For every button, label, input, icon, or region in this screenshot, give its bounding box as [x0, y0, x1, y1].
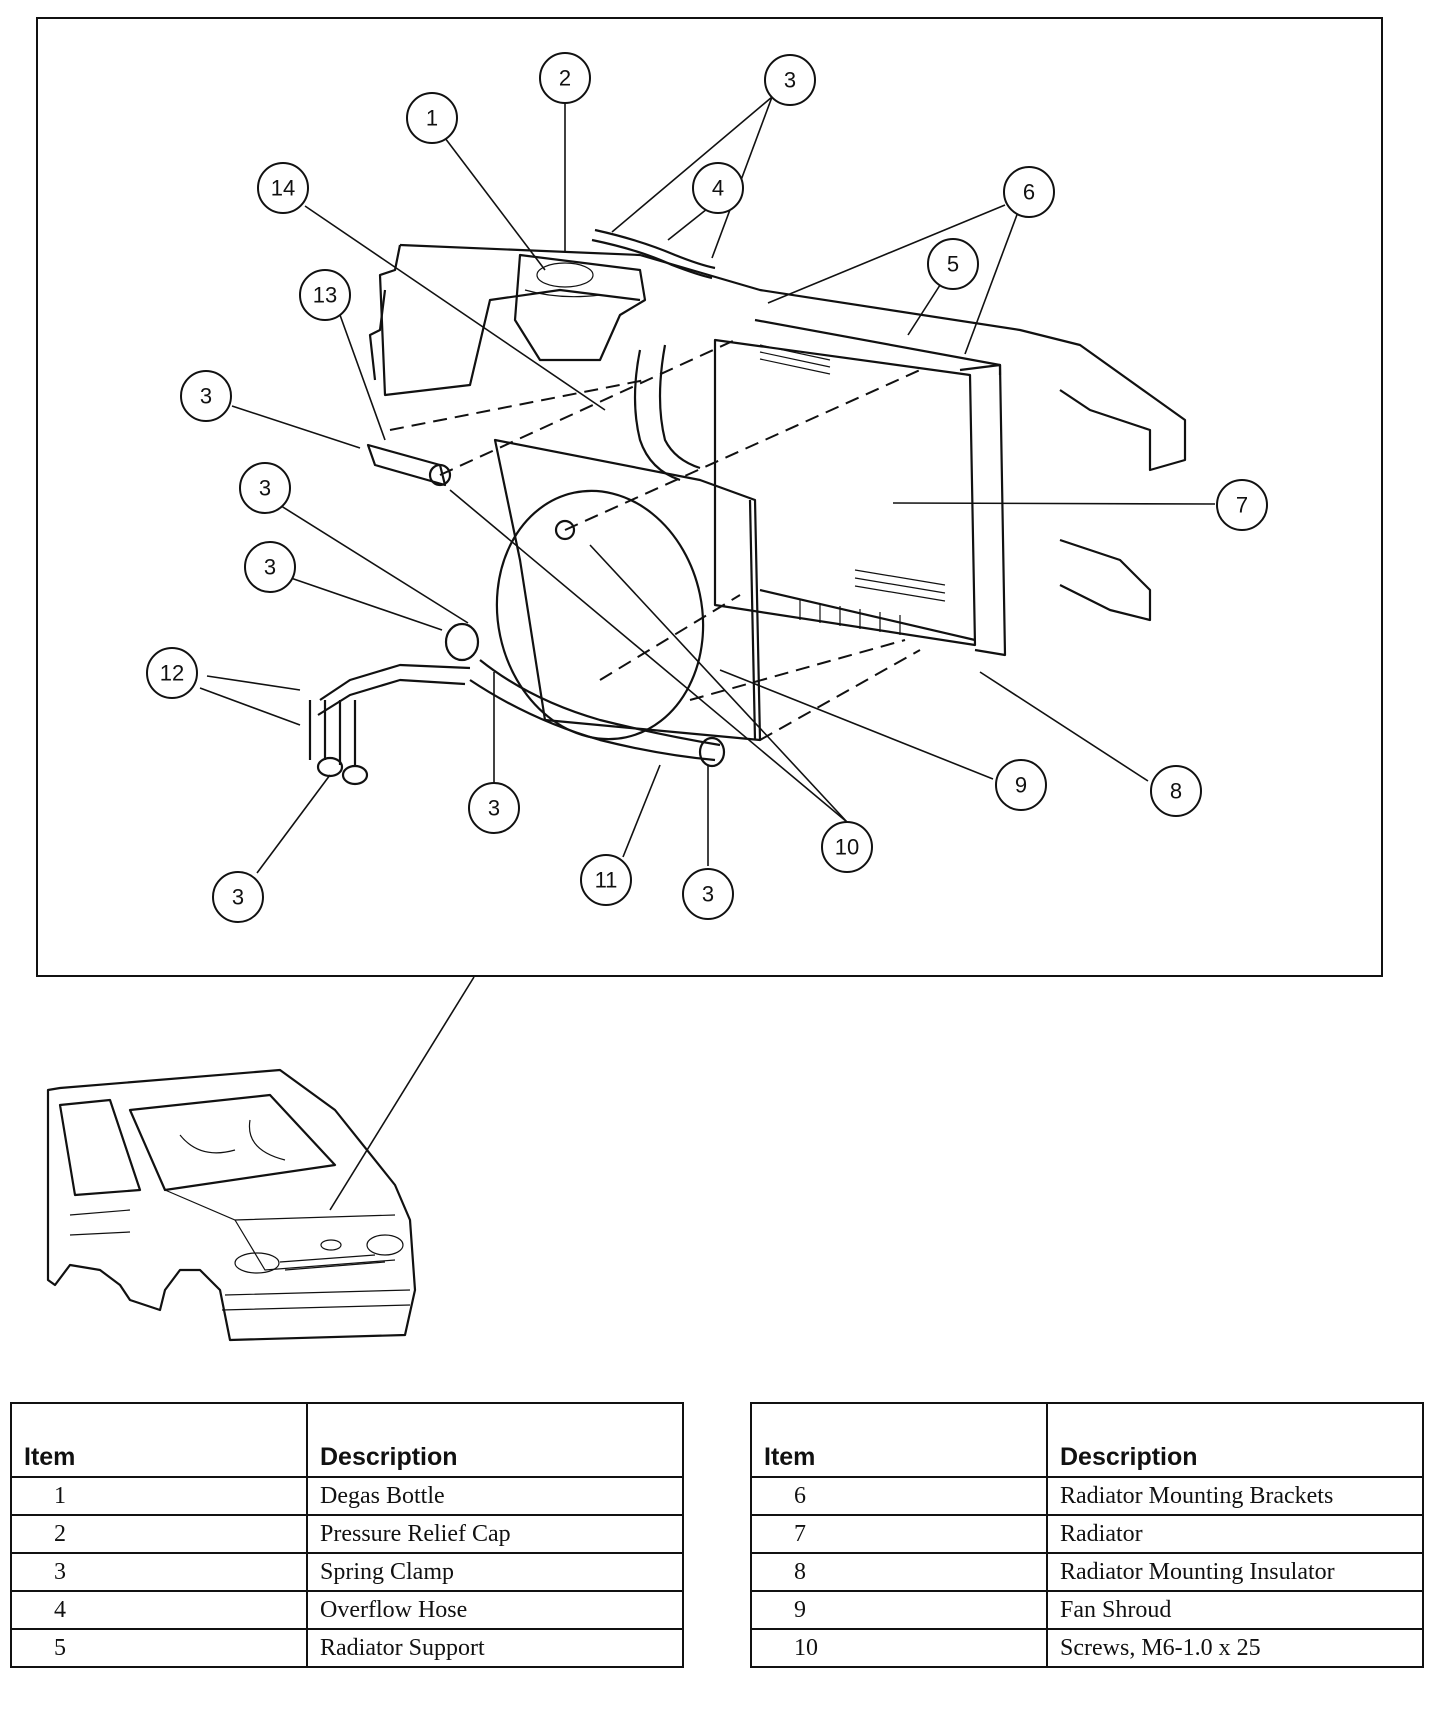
callout-2: 2 — [539, 52, 591, 104]
svg-text:14: 14 — [271, 176, 295, 201]
legend-item-description: Radiator Support — [306, 1628, 684, 1668]
legend-item-description: Radiator Mounting Brackets — [1046, 1476, 1424, 1516]
callout-11: 11 — [580, 854, 632, 906]
svg-text:7: 7 — [1236, 493, 1248, 518]
callout-3-lower-hose: 3 — [468, 782, 520, 834]
callout-6: 6 — [1003, 166, 1055, 218]
overflow-hose-drawing — [591, 228, 716, 280]
legend-item-description: Radiator Mounting Insulator — [1046, 1552, 1424, 1592]
legend-item-description: Screws, M6-1.0 x 25 — [1046, 1628, 1424, 1668]
diagram-frame — [36, 17, 1383, 977]
legend-item-number: 4 — [10, 1590, 308, 1630]
heater-tubes-drawing — [308, 663, 471, 786]
leader-lines — [199, 96, 1216, 874]
callout-9: 9 — [995, 759, 1047, 811]
legend-item-number: 2 — [10, 1514, 308, 1554]
legend-item-number: 7 — [750, 1514, 1048, 1554]
radiator-drawing — [713, 318, 1007, 657]
callout-3-left-1: 3 — [180, 370, 232, 422]
svg-text:3: 3 — [259, 476, 271, 501]
callout-13: 13 — [299, 269, 351, 321]
degas-bottle-drawing — [513, 253, 647, 362]
svg-text:12: 12 — [160, 661, 184, 686]
alignment-dash-lines — [389, 339, 921, 741]
callout-12: 12 — [146, 647, 198, 699]
legend-description-header: Description — [1046, 1402, 1424, 1478]
legend-item-header: Item — [750, 1402, 1048, 1478]
legend-item-description: Fan Shroud — [1046, 1590, 1424, 1630]
legend-item-description: Degas Bottle — [306, 1476, 684, 1516]
svg-text:1: 1 — [426, 106, 438, 131]
locator-leader-line — [329, 976, 475, 1211]
legend-item-description: Pressure Relief Cap — [306, 1514, 684, 1554]
radiator-support-drawing — [368, 243, 1187, 622]
callout-10: 10 — [821, 821, 873, 873]
svg-text:3: 3 — [488, 796, 500, 821]
callout-1: 1 — [406, 92, 458, 144]
svg-text:6: 6 — [1023, 180, 1035, 205]
hose-13-drawing — [366, 443, 452, 487]
callout-3-bottom-left: 3 — [212, 871, 264, 923]
legend-item-number: 10 — [750, 1628, 1048, 1668]
legend-header-row: Item Description — [10, 1402, 684, 1478]
svg-text:4: 4 — [712, 176, 724, 201]
svg-text:10: 10 — [835, 835, 859, 860]
svg-text:13: 13 — [313, 283, 337, 308]
callout-5: 5 — [927, 238, 979, 290]
legend-item-number: 8 — [750, 1552, 1048, 1592]
callout-7: 7 — [1216, 479, 1268, 531]
svg-text:2: 2 — [559, 66, 571, 91]
legend-description-header: Description — [306, 1402, 684, 1478]
vehicle-locator-drawing — [46, 1068, 417, 1342]
callout-3-bottom-mid: 3 — [682, 868, 734, 920]
legend-header-row: Item Description — [750, 1402, 1424, 1478]
svg-text:3: 3 — [232, 885, 244, 910]
legend-item-number: 3 — [10, 1552, 308, 1592]
svg-text:11: 11 — [595, 868, 618, 893]
legend-item-number: 9 — [750, 1590, 1048, 1630]
callout-3-left-2: 3 — [239, 462, 291, 514]
callout-14: 14 — [257, 162, 309, 214]
lower-hose-drawing — [444, 622, 726, 768]
legend-item-description: Radiator — [1046, 1514, 1424, 1554]
fan-shroud-drawing — [493, 438, 762, 742]
callout-8: 8 — [1150, 765, 1202, 817]
legend-item-number: 1 — [10, 1476, 308, 1516]
callout-4: 4 — [692, 162, 744, 214]
svg-text:9: 9 — [1015, 773, 1027, 798]
svg-text:3: 3 — [264, 555, 276, 580]
screw-drawing — [554, 519, 576, 541]
upper-hose-drawing — [633, 344, 701, 482]
legend-item-description: Spring Clamp — [306, 1552, 684, 1592]
legend-item-number: 6 — [750, 1476, 1048, 1516]
legend-item-description: Overflow Hose — [306, 1590, 684, 1630]
callout-3-left-3: 3 — [244, 541, 296, 593]
svg-text:5: 5 — [947, 252, 959, 277]
svg-text:3: 3 — [702, 882, 714, 907]
legend-item-header: Item — [10, 1402, 308, 1478]
svg-text:3: 3 — [784, 68, 796, 93]
callout-3-top: 3 — [764, 54, 816, 106]
svg-text:8: 8 — [1170, 779, 1182, 804]
svg-text:3: 3 — [200, 384, 212, 409]
legend-item-number: 5 — [10, 1628, 308, 1668]
